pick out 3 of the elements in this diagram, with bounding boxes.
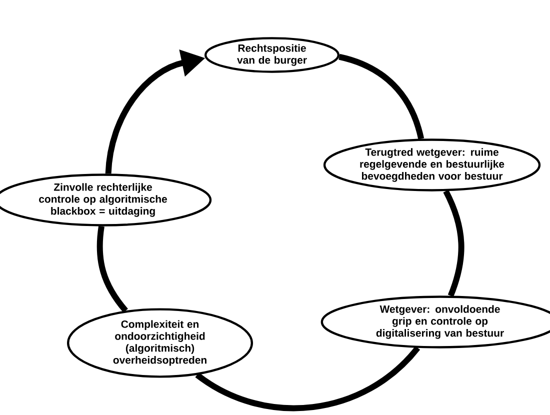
ellipse-node: Terugtred wetgever: ruime regelgevende en bestuurlijke bevoegdheden voor bestuur xyxy=(323,138,541,192)
ellipse-node: Complexiteit en ondoorzichtigheid (algoritmisch) overheidsoptreden xyxy=(67,308,254,378)
ellipse-node: Rechtspositie van de burger xyxy=(204,37,340,73)
